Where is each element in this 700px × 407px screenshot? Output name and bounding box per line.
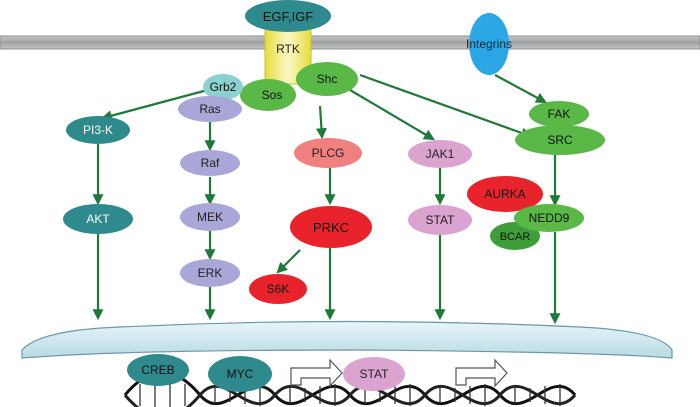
fak-node: FAK <box>529 101 589 127</box>
grb2-node: Grb2 <box>203 74 243 100</box>
bcar-label: BCAR <box>500 231 531 243</box>
integrins-label: Integrins <box>466 37 512 51</box>
s6k-node: S6K <box>249 274 307 304</box>
grb2-label: Grb2 <box>210 80 237 94</box>
ligand-label: EGF,IGF <box>263 9 314 24</box>
akt-label: AKT <box>86 212 110 226</box>
akt-node: AKT <box>63 204 133 234</box>
jak1-node: JAK1 <box>408 140 472 168</box>
ras-label: Ras <box>199 102 220 116</box>
transcription-arrow-right <box>455 358 508 388</box>
creb-label: CREB <box>141 363 174 377</box>
arrow-prkc-s6k <box>276 249 301 274</box>
shc-label: Shc <box>317 72 338 86</box>
myc-label: MYC <box>227 367 254 381</box>
nuclear-envelope <box>21 320 673 359</box>
arrow-sos-plcg <box>315 105 327 140</box>
sos-node: Sos <box>240 79 296 111</box>
prkc-label: PRKC <box>313 220 349 235</box>
ligand-node: EGF,IGF <box>245 0 331 32</box>
dna-helix <box>123 371 577 407</box>
transcription-arrow-left <box>290 358 343 388</box>
plasma-membrane <box>0 35 700 50</box>
pi3k-node: PI3-K <box>66 116 130 144</box>
src-label: SRC <box>547 133 573 147</box>
pi3k-label: PI3-K <box>83 123 113 137</box>
sos-label: Sos <box>262 88 283 102</box>
plcg-label: PLCG <box>312 146 345 160</box>
aurka-label: AURKA <box>484 187 525 201</box>
nedd9-label: NEDD9 <box>529 211 570 225</box>
src-node: SRC <box>515 125 605 155</box>
ras-node: Ras <box>178 96 242 122</box>
nuclear-stat-label: STAT <box>360 367 390 381</box>
integrins-node: Integrins <box>466 13 512 75</box>
aurka-node: AURKA <box>467 176 543 212</box>
nuclear-stat-node: STAT <box>343 357 405 391</box>
pathway-arrows <box>92 73 561 325</box>
arrow-integrins-fak <box>494 74 547 104</box>
s6k-label: S6K <box>267 282 290 296</box>
arrow-shc-jak1 <box>349 89 435 141</box>
mek-node: MEK <box>180 203 240 231</box>
arrow-shc-src <box>359 73 533 139</box>
stat-label: STAT <box>426 213 456 227</box>
arrow-grb2-pi3k <box>100 86 216 122</box>
rtk-label: RTK <box>276 42 300 56</box>
raf-node: Raf <box>180 150 240 176</box>
creb-node: CREB <box>127 354 189 386</box>
stat-node: STAT <box>408 205 472 235</box>
myc-node: MYC <box>208 356 272 392</box>
mek-label: MEK <box>197 210 223 224</box>
shc-node: Shc <box>296 62 358 96</box>
erk-node: ERK <box>180 259 240 287</box>
prkc-node: PRKC <box>290 206 372 248</box>
nedd9-node: NEDD9 <box>514 204 584 232</box>
erk-label: ERK <box>198 266 223 280</box>
plcg-node: PLCG <box>294 138 362 168</box>
jak1-label: JAK1 <box>426 147 455 161</box>
raf-label: Raf <box>201 156 220 170</box>
fak-label: FAK <box>548 107 571 121</box>
